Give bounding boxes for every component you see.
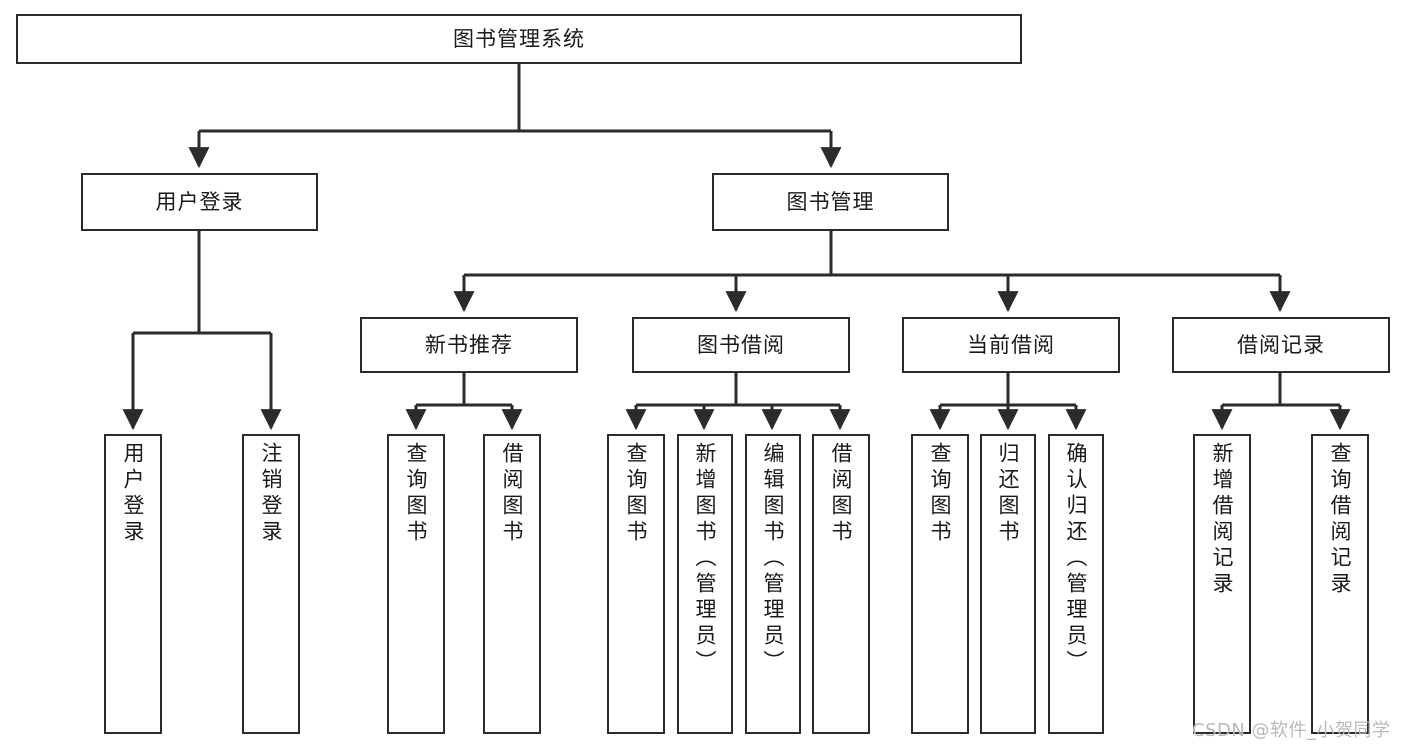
leaf-borrow-record-query[interactable]: 查询借阅记录 <box>1311 434 1369 734</box>
leaf-label: 查询图书 <box>624 442 649 546</box>
leaf-label: 确认归还（管理员） <box>1064 442 1089 676</box>
node-root-label: 图书管理系统 <box>453 26 585 51</box>
leaf-label: 查询图书 <box>928 442 953 546</box>
leaf-new-book-query[interactable]: 查询图书 <box>387 434 445 734</box>
watermark-csdn: CSDN @软件_小贺同学 <box>1192 720 1391 741</box>
node-current-borrow-label: 当前借阅 <box>967 332 1055 357</box>
leaf-user-login-logout[interactable]: 注销登录 <box>242 434 300 734</box>
leaf-current-borrow-return[interactable]: 归还图书 <box>980 434 1036 734</box>
leaf-book-borrow-edit[interactable]: 编辑图书（管理员） <box>745 434 801 734</box>
node-root[interactable]: 图书管理系统 <box>16 14 1022 64</box>
leaf-label: 查询图书 <box>404 442 429 546</box>
leaf-label: 归还图书 <box>996 442 1021 546</box>
leaf-borrow-record-add[interactable]: 新增借阅记录 <box>1193 434 1251 734</box>
node-new-book-recommend[interactable]: 新书推荐 <box>360 317 578 373</box>
leaf-label: 新增借阅记录 <box>1210 442 1235 598</box>
node-new-book-recommend-label: 新书推荐 <box>425 332 513 357</box>
leaf-label: 查询借阅记录 <box>1328 442 1353 598</box>
leaf-user-login-login[interactable]: 用户登录 <box>104 434 162 734</box>
leaf-book-borrow-query[interactable]: 查询图书 <box>607 434 665 734</box>
node-book-borrow-label: 图书借阅 <box>697 332 785 357</box>
node-borrow-record[interactable]: 借阅记录 <box>1172 317 1390 373</box>
node-user-login[interactable]: 用户登录 <box>81 173 318 231</box>
node-book-manage[interactable]: 图书管理 <box>712 173 949 231</box>
node-current-borrow[interactable]: 当前借阅 <box>902 317 1120 373</box>
leaf-label: 编辑图书（管理员） <box>761 442 786 676</box>
leaf-label: 注销登录 <box>259 442 284 546</box>
node-user-login-label: 用户登录 <box>155 189 244 214</box>
leaf-book-borrow-add[interactable]: 新增图书（管理员） <box>677 434 733 734</box>
leaf-label: 借阅图书 <box>500 442 525 546</box>
leaf-label: 借阅图书 <box>829 442 854 546</box>
leaf-label: 新增图书（管理员） <box>693 442 718 676</box>
leaf-new-book-borrow[interactable]: 借阅图书 <box>483 434 541 734</box>
leaf-current-borrow-confirm[interactable]: 确认归还（管理员） <box>1048 434 1104 734</box>
leaf-label: 用户登录 <box>121 442 146 546</box>
leaf-current-borrow-query[interactable]: 查询图书 <box>911 434 969 734</box>
leaf-book-borrow-lend[interactable]: 借阅图书 <box>812 434 870 734</box>
node-book-manage-label: 图书管理 <box>786 189 875 214</box>
node-borrow-record-label: 借阅记录 <box>1237 332 1325 357</box>
node-book-borrow[interactable]: 图书借阅 <box>632 317 850 373</box>
